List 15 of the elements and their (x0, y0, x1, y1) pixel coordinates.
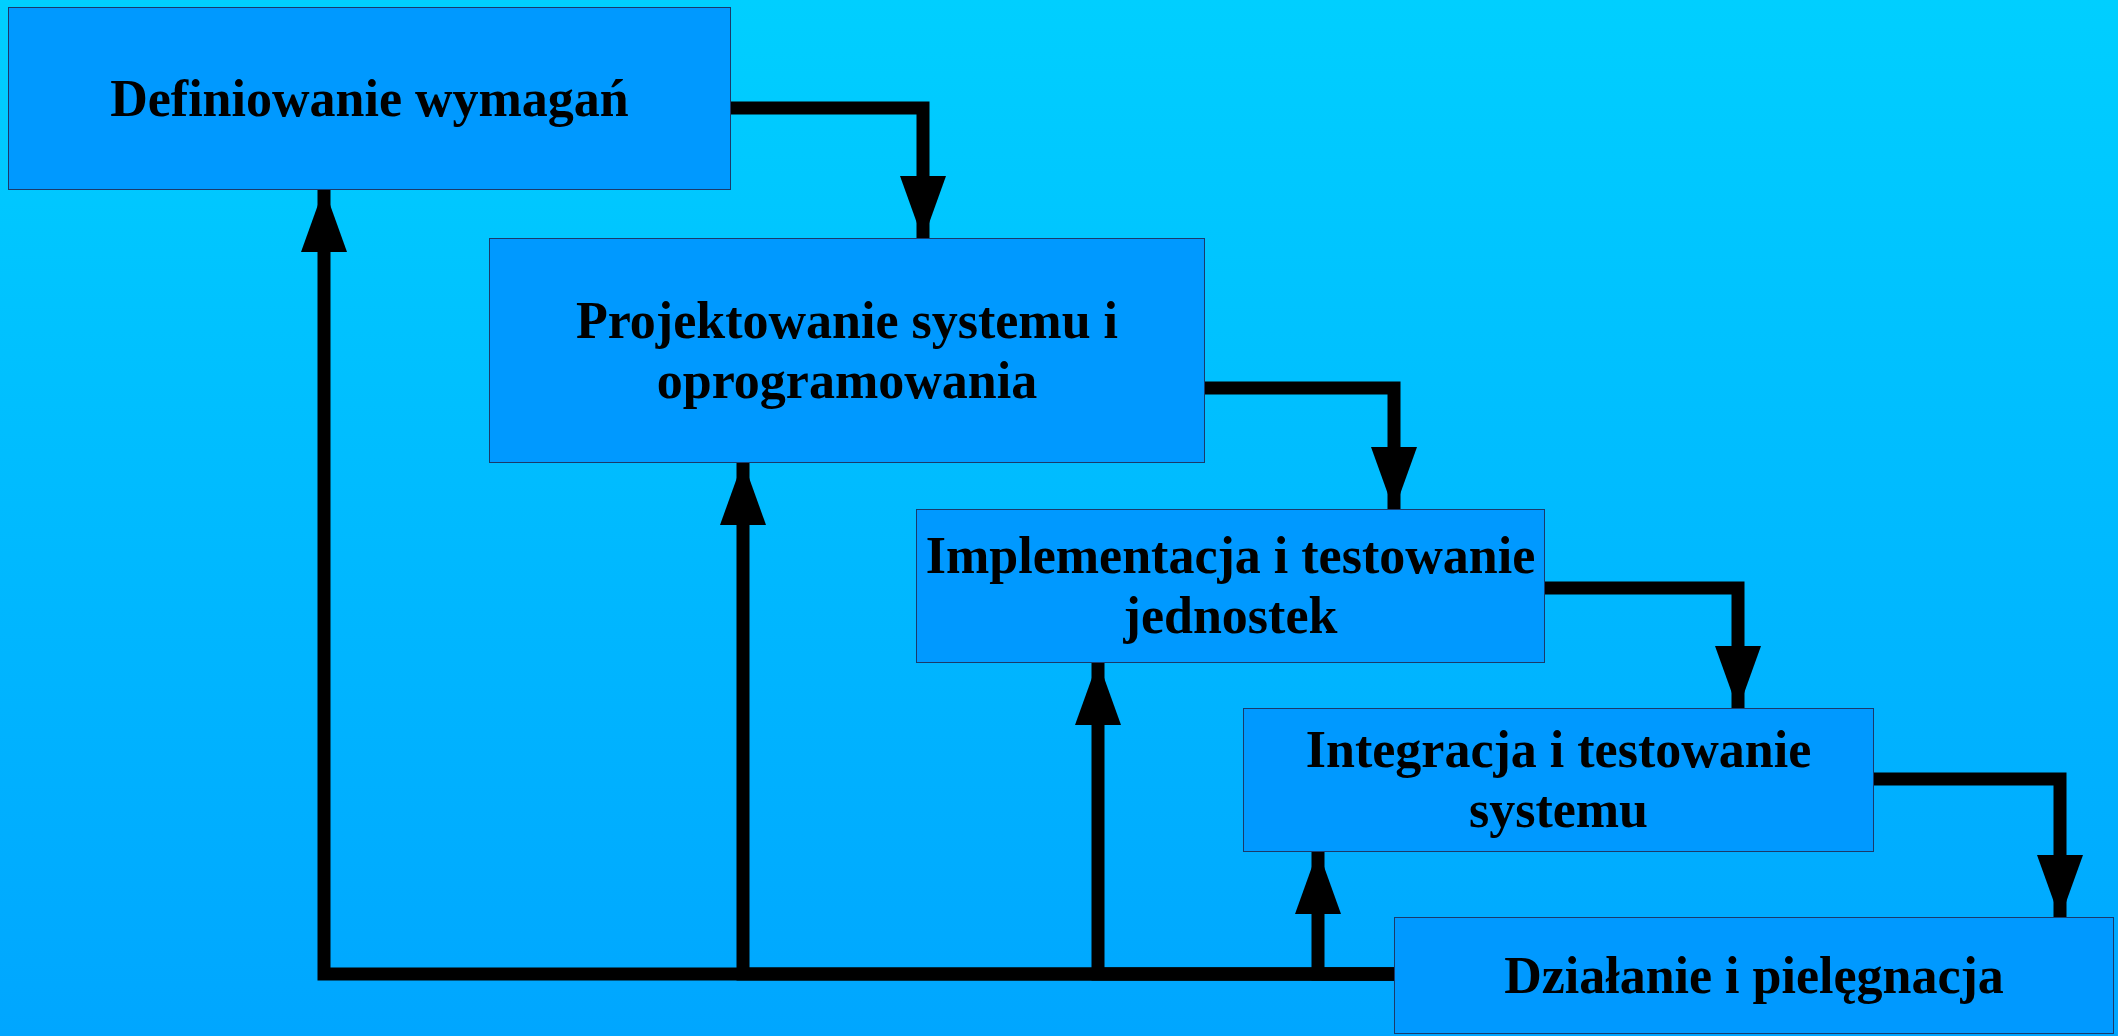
stage-label: Implementacja i testowanie jednostek (924, 526, 1537, 646)
stage-label: Projektowanie systemu i oprogramowania (574, 290, 1120, 411)
stage-label: Integracja i testowanie systemu (1304, 720, 1813, 840)
arrow (1874, 772, 2083, 919)
process-box (8, 7, 731, 190)
arrow (1205, 381, 1417, 511)
stage-label: Działanie i pielęgnacja (1504, 945, 2004, 1006)
process-box (1243, 708, 1874, 852)
arrow (1295, 850, 1394, 981)
process-box (489, 238, 1205, 463)
arrow (731, 101, 946, 240)
process-box (916, 509, 1545, 663)
stage-label: Definiowanie wymagań (110, 68, 629, 129)
arrow (1545, 581, 1761, 710)
process-box (1394, 917, 2114, 1034)
